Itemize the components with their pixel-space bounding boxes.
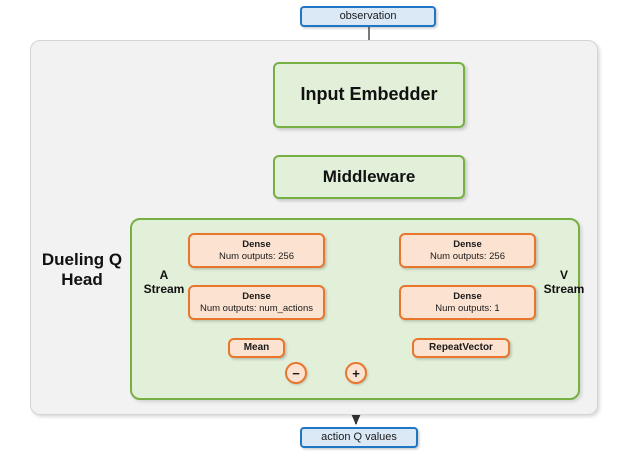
observation-node[interactable]: observation [300, 6, 436, 27]
v-stream-label: V Stream [536, 268, 592, 297]
dense-v1-title: Dense [453, 239, 482, 251]
add-operator-icon[interactable]: + [345, 362, 367, 384]
dense-a2-node[interactable]: Dense Num outputs: num_actions [188, 285, 325, 320]
v-stream-label-line1: V [559, 268, 568, 282]
mean-label: Mean [243, 342, 270, 354]
dense-a1-node[interactable]: Dense Num outputs: 256 [188, 233, 325, 268]
dense-a2-subtitle: Num outputs: num_actions [199, 302, 313, 314]
v-stream-label-line2: Stream [543, 282, 585, 297]
dense-a2-title: Dense [242, 291, 271, 303]
dense-a1-subtitle: Num outputs: 256 [219, 250, 294, 262]
action-q-values-node[interactable]: action Q values [300, 427, 418, 448]
repeat-vector-node[interactable]: RepeatVector [412, 338, 510, 358]
middleware-node[interactable]: Middleware [273, 155, 465, 199]
input-embedder-node[interactable]: Input Embedder [273, 62, 465, 128]
dense-v1-node[interactable]: Dense Num outputs: 256 [399, 233, 536, 268]
dense-v2-subtitle: Num outputs: 1 [435, 302, 500, 314]
a-stream-label: A Stream [138, 268, 190, 297]
subtract-operator-icon[interactable]: − [285, 362, 307, 384]
a-stream-label-line2: Stream [143, 282, 185, 297]
dense-a1-title: Dense [242, 239, 271, 251]
mean-node[interactable]: Mean [228, 338, 285, 358]
dueling-q-head-label: Dueling Q Head [41, 250, 123, 290]
repeat-vector-label: RepeatVector [429, 342, 493, 354]
dense-v1-subtitle: Num outputs: 256 [430, 250, 505, 262]
a-stream-label-line1: A [159, 268, 169, 282]
dense-v2-title: Dense [453, 291, 482, 303]
dense-v2-node[interactable]: Dense Num outputs: 1 [399, 285, 536, 320]
